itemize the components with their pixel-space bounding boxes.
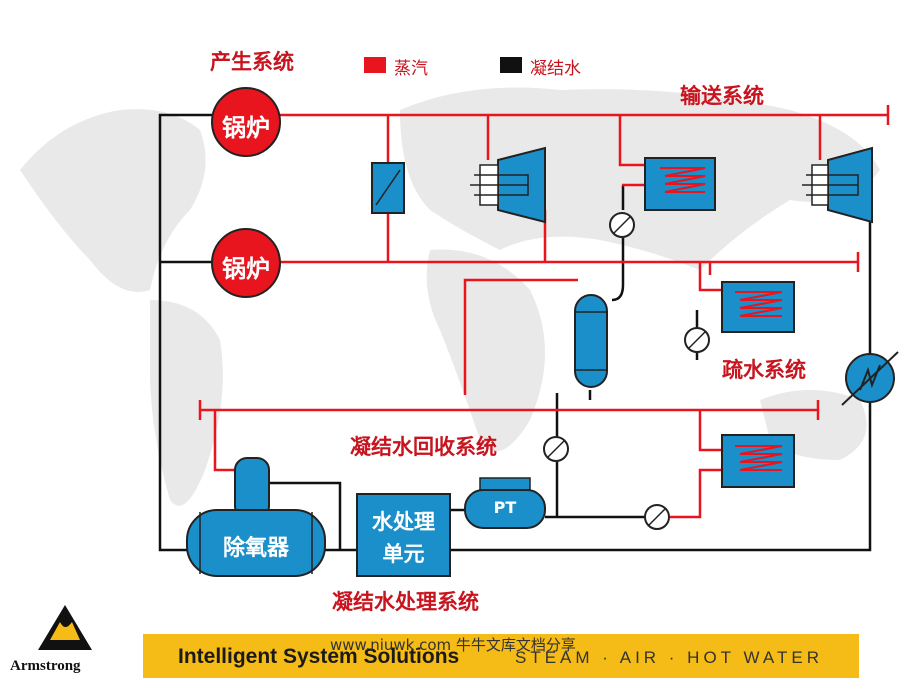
water-treatment-label-line1: 水处理: [372, 510, 435, 534]
boiler-2[interactable]: [211, 228, 281, 298]
condenser-unit[interactable]: [841, 351, 899, 406]
legend-steam-swatch: [364, 57, 386, 73]
label-treatment-system: 凝结水处理系统: [332, 590, 479, 614]
heat-exchanger-3[interactable]: [721, 434, 795, 488]
condensate-return-left: [158, 113, 212, 552]
turbine-1[interactable]: [470, 146, 546, 224]
exchanger2-feed: [698, 262, 725, 292]
legend-steam-label: 蒸汽: [394, 59, 428, 79]
footer-tagline: STEAM · AIR · HOT WATER: [515, 648, 823, 667]
label-recovery-system: 凝结水回收系统: [350, 435, 497, 459]
heat-exchanger-2[interactable]: [721, 281, 795, 333]
steam-trap-3[interactable]: [543, 436, 569, 462]
deaerator-label: 除氧器: [222, 536, 289, 561]
steam-trap-4[interactable]: [644, 504, 670, 530]
label-transport-system: 输送系统: [680, 84, 764, 108]
watermark-text: www.niuwk.com 牛牛文库文档分享: [330, 636, 576, 654]
pump-trap[interactable]: [464, 477, 546, 529]
recovery-caps: [198, 400, 820, 420]
label-drainage-system: 疏水系统: [722, 358, 806, 382]
exchanger3-feed: [698, 410, 725, 452]
boiler-1[interactable]: [211, 87, 281, 157]
steam-trap-2[interactable]: [684, 327, 710, 353]
footer-title: Intelligent System Solutions: [178, 645, 460, 668]
brand-name: Armstrong: [10, 658, 81, 674]
deaerator[interactable]: [186, 457, 326, 577]
water-treatment-label-line2: 单元: [382, 542, 425, 566]
boiler-1-label: 锅炉: [222, 114, 270, 142]
turbine-2[interactable]: [802, 146, 873, 224]
strainer[interactable]: [371, 162, 405, 214]
separator-feed: [463, 278, 578, 395]
pump-trap-label: PT: [493, 498, 517, 517]
recovery-to-deaerator: [213, 410, 240, 472]
deaerator-to-treatment: [270, 481, 342, 550]
water-treatment-unit[interactable]: [356, 493, 451, 577]
legend-condensate-label: 凝结水: [530, 59, 581, 79]
label-generation-system: 产生系统: [210, 50, 294, 74]
steam-lines: [198, 105, 890, 519]
steam-trap-1[interactable]: [609, 212, 635, 238]
separator-vessel[interactable]: [574, 294, 608, 388]
boiler-2-label: 锅炉: [222, 255, 270, 283]
trap3-outlet: [670, 468, 725, 519]
armstrong-logo: [38, 605, 92, 650]
trap1-drain: [611, 185, 625, 302]
condensate-lines: [158, 113, 872, 552]
legend-condensate-swatch: [500, 57, 522, 73]
heat-exchanger-1[interactable]: [644, 157, 716, 211]
footer-bar: [143, 634, 859, 678]
condensate-return-bottom: [325, 385, 872, 552]
